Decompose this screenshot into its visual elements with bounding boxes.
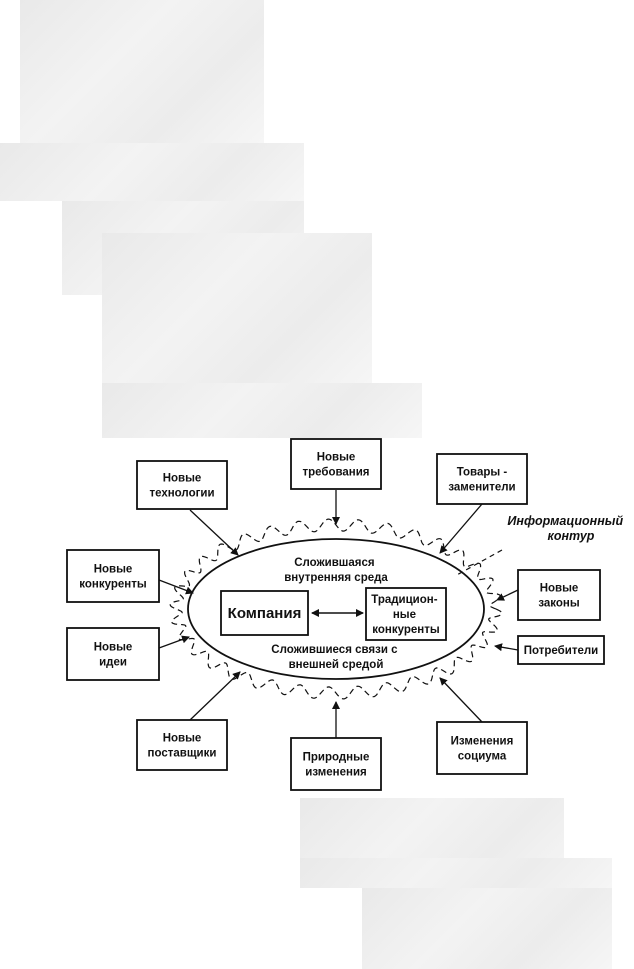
box-frame-new-requirements	[290, 438, 382, 490]
box-label-substitutes: Товары -заменители	[448, 467, 515, 494]
arrow-social-changes	[439, 677, 483, 723]
box-frame-new-ideas	[66, 627, 160, 681]
box-frame-new-technologies	[136, 460, 228, 510]
information-contour-wavy-line	[169, 518, 503, 700]
background-shade-5	[102, 383, 422, 438]
background-shade-7	[300, 858, 612, 888]
box-frame-substitutes	[436, 453, 528, 505]
arrow-new-suppliers	[189, 671, 241, 721]
box-frame-consumers	[517, 635, 605, 665]
company-box	[220, 590, 309, 636]
background-shade-4	[102, 233, 372, 383]
arrow-substitutes	[439, 503, 483, 554]
traditional-competitors-label: Традицион- ные конкуренты	[371, 594, 441, 636]
arrow-new-ideas	[158, 635, 190, 649]
arrow-new-technologies	[189, 509, 239, 556]
box-frame-social-changes	[436, 721, 528, 775]
arrow-new-laws	[496, 589, 519, 601]
box-substitutes: Товары -заменители	[436, 453, 528, 505]
traditional-competitors-box	[365, 587, 447, 641]
arrow-consumers	[494, 643, 519, 652]
background-shade-1	[20, 0, 264, 143]
box-frame-new-competitors	[66, 549, 160, 603]
wavy-contour-path	[169, 518, 503, 700]
internal-environment-label: Сложившаяся внутренняя среда	[284, 557, 388, 584]
box-consumers: Потребители	[517, 635, 605, 665]
influence-arrows	[158, 490, 519, 738]
box-frame-natural-changes	[290, 737, 382, 791]
company-label: Компания	[228, 605, 302, 622]
box-frame-new-suppliers	[136, 719, 228, 771]
background-shade-2	[0, 143, 304, 201]
background-shade-8	[362, 888, 612, 969]
arrow-new-competitors	[158, 579, 194, 595]
external-links-label: Сложившиеся связи с внешней средой	[271, 644, 400, 671]
box-label-consumers: Потребители	[524, 645, 598, 657]
info-contour-label: Информационный контур	[507, 514, 626, 543]
box-frame-new-laws	[517, 569, 601, 621]
